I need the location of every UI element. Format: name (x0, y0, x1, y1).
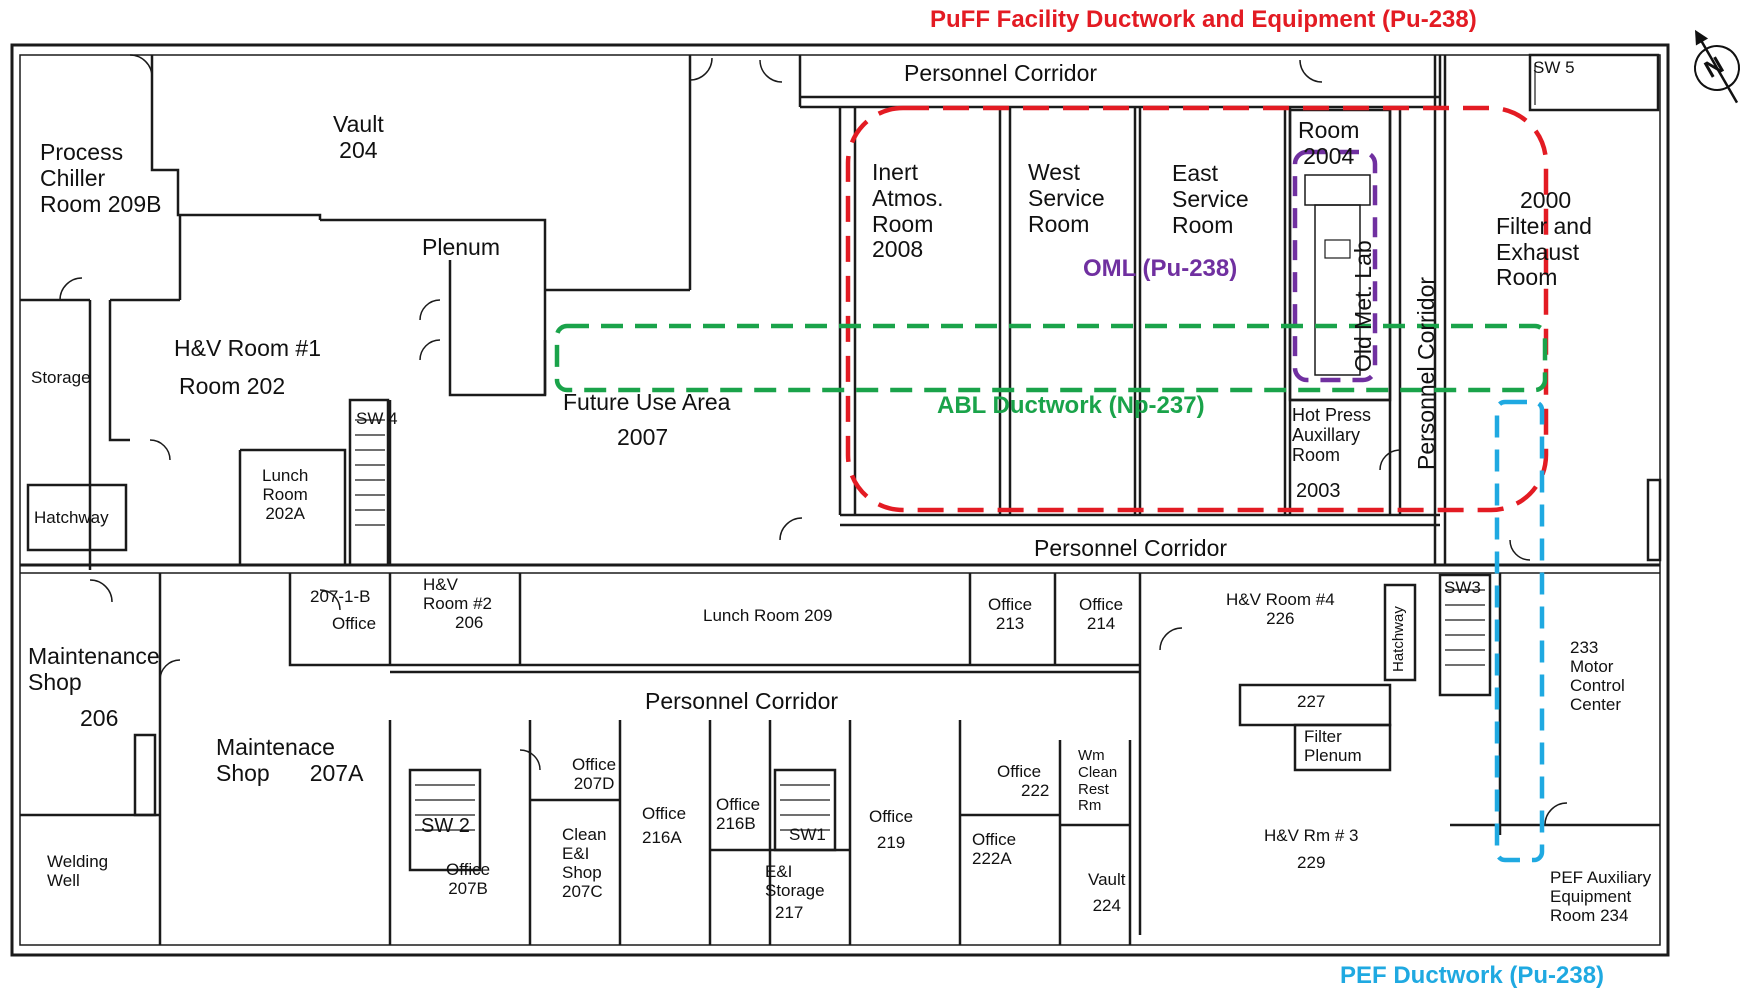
oml-label: OML (Pu-238) (1083, 255, 1238, 282)
personnel-corridor-low: Personnel Corridor (645, 688, 839, 714)
room-storage: Storage (31, 368, 91, 387)
abl-zone-outline (554, 323, 1548, 393)
puff-title: PuFF Facility Ductwork and Equipment (Pu… (930, 6, 1477, 33)
room-lunch-209: Lunch Room 209 (703, 606, 833, 625)
room-2003: 2003 (1296, 480, 1341, 502)
room-227: 227 (1297, 692, 1326, 711)
hatchway-left: Hatchway (34, 508, 109, 527)
room-old-met-lab: Old Met. Lab (1350, 240, 1376, 372)
north-compass-icon (1694, 29, 1740, 104)
room-plenum: Plenum (422, 234, 500, 260)
personnel-corridor-top: Personnel Corridor (904, 60, 1098, 86)
stair-sw5: SW 5 (1533, 58, 1575, 77)
stair-sw2: SW 2 (421, 815, 470, 837)
personnel-corridor-mid: Personnel Corridor (1034, 535, 1228, 561)
pef-title: PEF Ductwork (Pu-238) (1340, 962, 1605, 989)
personnel-corridor-vertical: Personnel Corridor (1413, 276, 1439, 470)
puff-zone-outline (845, 105, 1549, 513)
stair-sw4: SW 4 (356, 409, 398, 428)
abl-label: ABL Ductwork (Np-237) (937, 392, 1205, 419)
hatchway-right: Hatchway (1390, 606, 1407, 672)
pef-zone-outline (1494, 399, 1545, 863)
stair-sw1: SW1 (789, 825, 826, 844)
walls (10, 43, 1670, 957)
oml-zone-outline (1292, 149, 1378, 383)
stair-sw3: SW3 (1444, 578, 1481, 597)
